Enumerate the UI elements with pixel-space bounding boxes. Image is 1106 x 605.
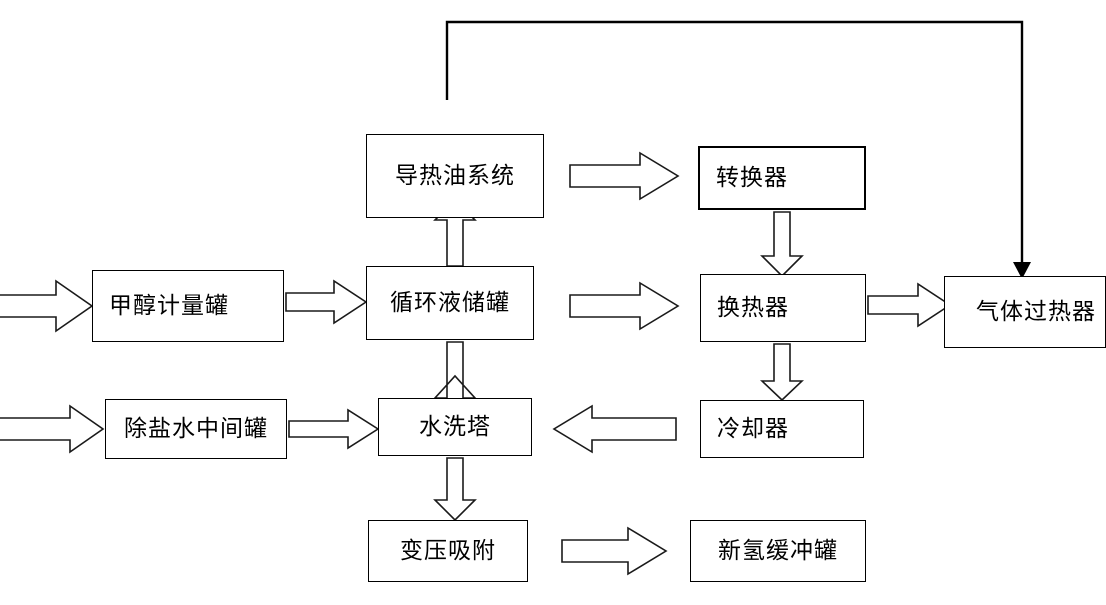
node-xunhuanye-chuguan[interactable]: 循环液储罐 xyxy=(366,266,534,340)
node-label: 变压吸附 xyxy=(400,538,496,564)
connector-huanreqi-lengqueqi xyxy=(759,343,805,402)
connector-recycle-top-to-guoreqi xyxy=(445,20,1031,279)
connector-zhuanhuanqi-huanreqi xyxy=(760,211,804,278)
node-label: 水洗塔 xyxy=(419,414,491,440)
node-lengqueqi[interactable]: 冷却器 xyxy=(700,400,864,458)
node-daoreyou-xitong[interactable]: 导热油系统 xyxy=(366,134,544,218)
node-chuyanshui-zhongjianguan[interactable]: 除盐水中间罐 xyxy=(105,399,287,459)
node-zhuanhuanqi[interactable]: 转换器 xyxy=(698,146,866,210)
connector-shuixita-xunhuanye xyxy=(433,341,477,399)
node-label: 甲醇计量罐 xyxy=(109,293,229,319)
node-qiti-guoreqi[interactable]: 气体过热器 xyxy=(944,276,1106,348)
node-label: 导热油系统 xyxy=(395,163,515,189)
node-bianya-xifu[interactable]: 变压吸附 xyxy=(368,520,528,582)
connector-lengqueqi-shuixita xyxy=(552,404,677,454)
node-label: 气体过热器 xyxy=(976,299,1096,325)
node-xinqing-huanchongguan[interactable]: 新氢缓冲罐 xyxy=(690,520,866,582)
connector-in-jiachun xyxy=(0,279,94,333)
connector-in-chuyanshui xyxy=(0,404,105,454)
connector-xunhuanye-huanreqi xyxy=(569,281,680,331)
node-label: 转换器 xyxy=(716,165,788,191)
node-label: 循环液储罐 xyxy=(390,290,510,316)
connector-daoreyou-zhuanhuanqi xyxy=(569,151,680,201)
node-label: 冷却器 xyxy=(717,416,789,442)
node-jiachun-jiliangguan[interactable]: 甲醇计量罐 xyxy=(92,270,284,342)
node-label: 换热器 xyxy=(717,295,789,321)
node-shuixita[interactable]: 水洗塔 xyxy=(378,398,532,456)
node-label: 除盐水中间罐 xyxy=(124,416,268,442)
node-label: 新氢缓冲罐 xyxy=(718,538,838,564)
node-huanreqi[interactable]: 换热器 xyxy=(700,274,866,342)
connector-huanreqi-guoreqi xyxy=(867,282,952,328)
connector-chuyanshui-shuixita xyxy=(288,408,380,450)
connector-jiachun-xunhuanye xyxy=(285,279,368,325)
connector-bianyaxifu-xinqing xyxy=(561,526,668,576)
connector-shuixita-bianyaxifu xyxy=(433,457,477,522)
